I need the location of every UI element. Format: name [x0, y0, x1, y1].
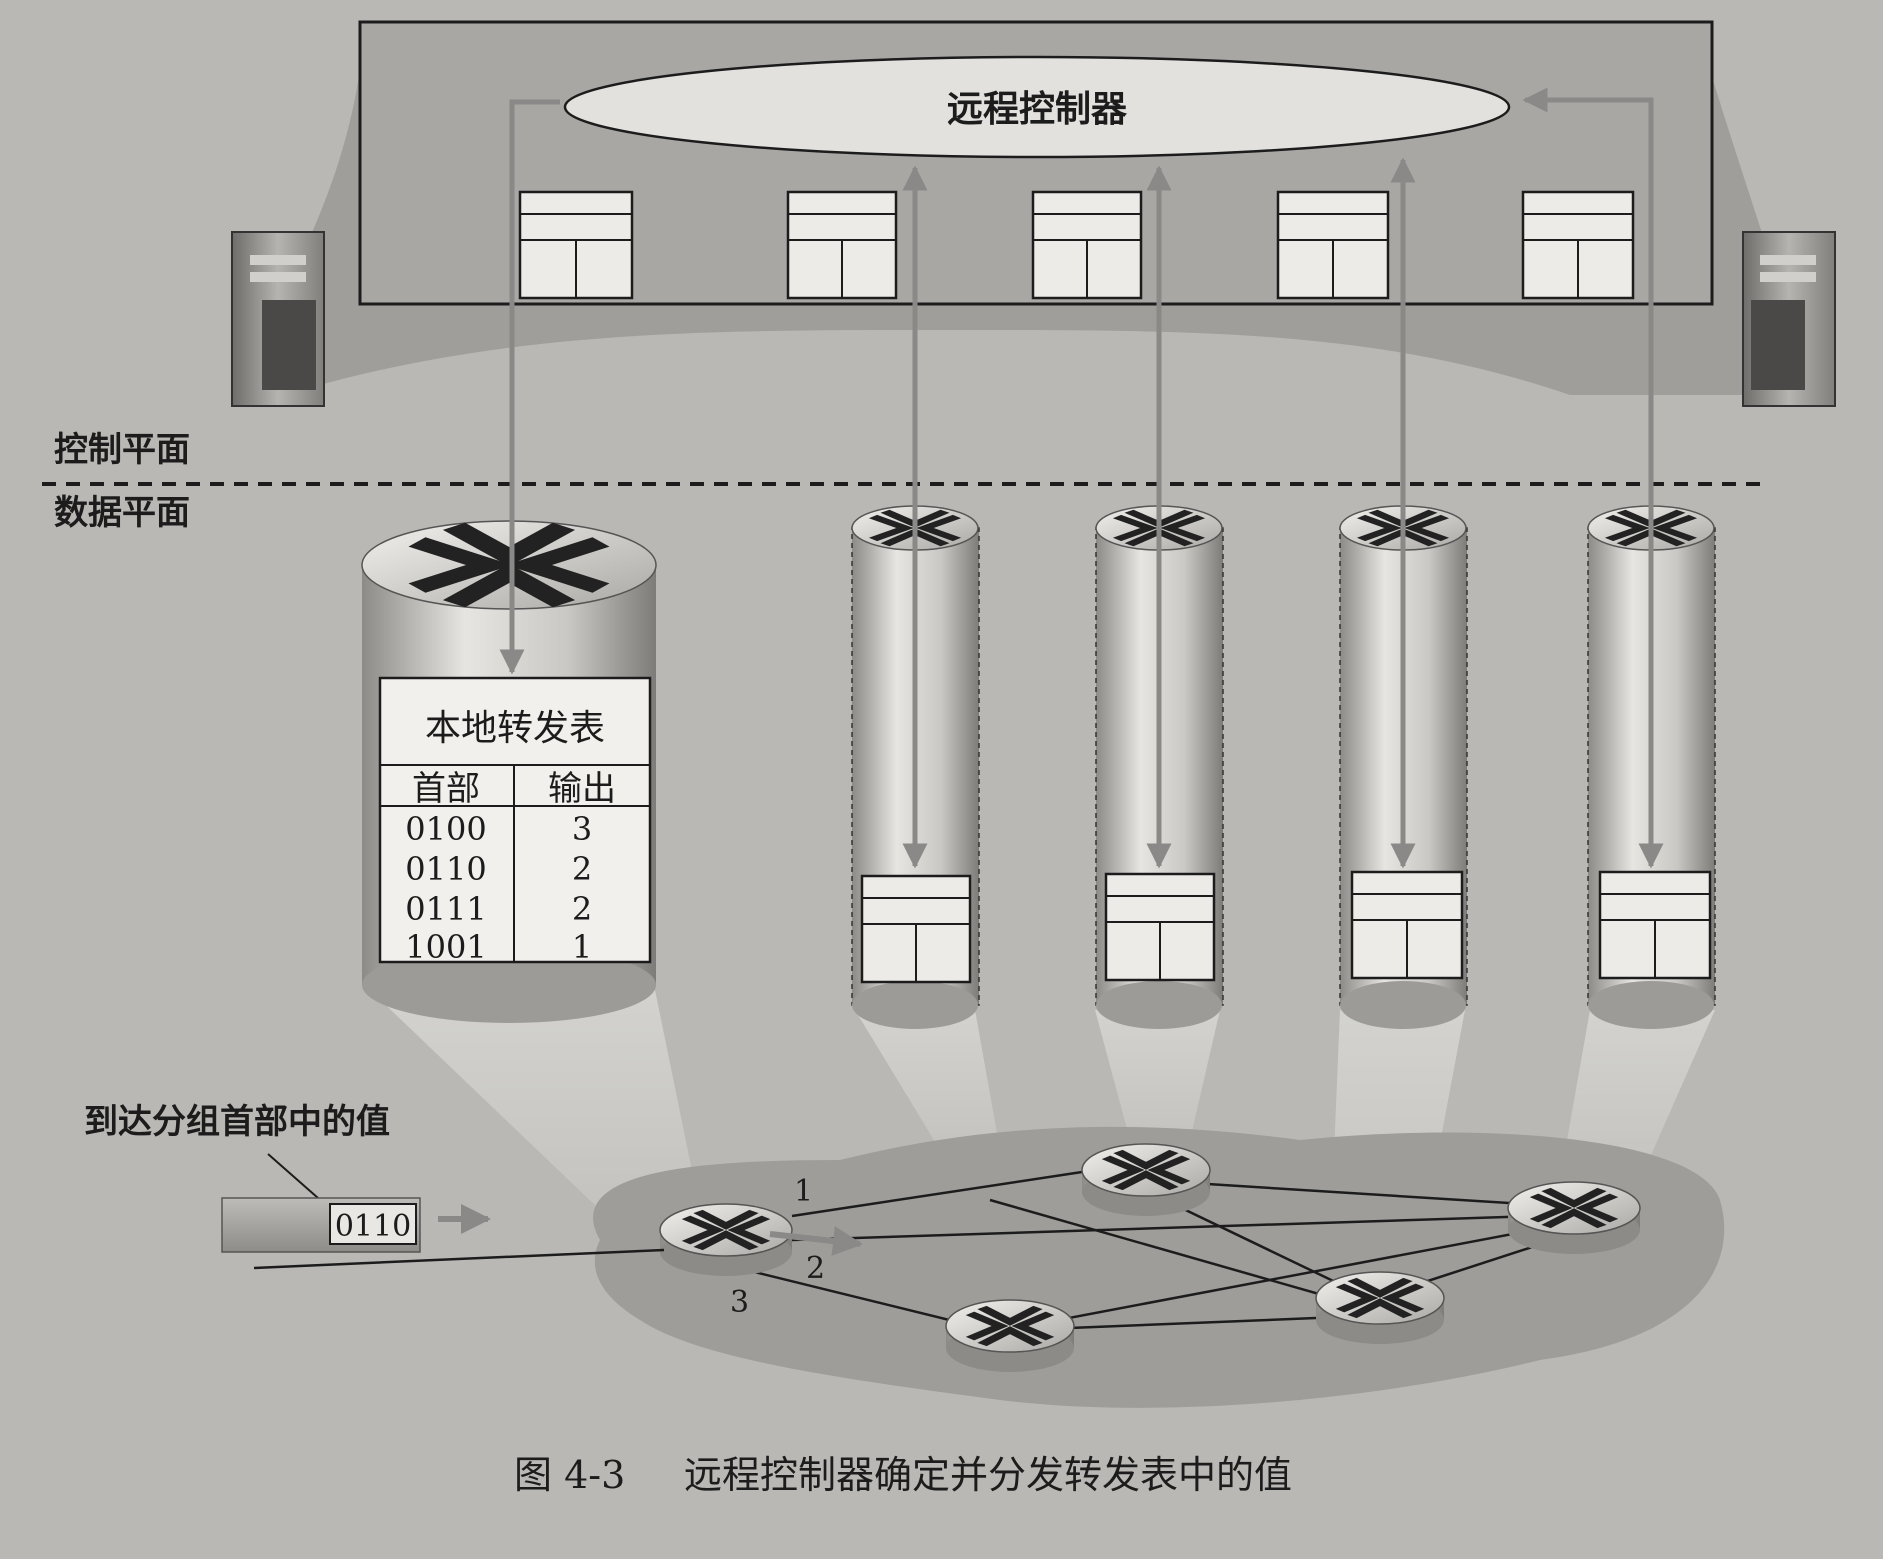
- router-x-icon: [408, 522, 610, 608]
- local-table-header-col: 首部: [412, 769, 480, 809]
- distribution-arrows: [499, 87, 1664, 869]
- controller-table-2: [786, 190, 898, 300]
- router-column-2: [1095, 505, 1224, 1029]
- network-router: [659, 1203, 793, 1276]
- controller-table-1: [518, 190, 634, 300]
- controller-table-3: [1031, 190, 1143, 300]
- figure-number: 图 4-3: [514, 1453, 625, 1497]
- incoming-link: [253, 1248, 665, 1270]
- router-x-icon: [1335, 1277, 1425, 1319]
- port-label-3: 3: [730, 1285, 749, 1320]
- packet-caption-pointer: [267, 1153, 319, 1199]
- table-row-header: 1001: [405, 928, 486, 966]
- network-routers: [659, 1143, 1641, 1372]
- network-cloud: [593, 1126, 1725, 1408]
- control-plane-label: 控制平面: [54, 430, 190, 470]
- local-table-title: 本地转发表: [425, 708, 605, 749]
- network-router: [945, 1299, 1075, 1372]
- packet-caption: 到达分组首部中的值: [84, 1102, 390, 1142]
- arrow-to-router-large: [499, 99, 560, 675]
- arriving-packet: 0110: [221, 1197, 421, 1253]
- forward-arrow: [769, 1226, 863, 1256]
- server-left: [231, 231, 325, 407]
- table-row-header: 0111: [405, 890, 486, 928]
- router-x-icon: [1101, 1149, 1191, 1191]
- network-router: [1507, 1181, 1641, 1254]
- table-row-output: 2: [572, 890, 592, 928]
- network-router: [1315, 1271, 1445, 1344]
- port-label-1: 1: [794, 1174, 813, 1209]
- table-row-output: 2: [572, 850, 592, 888]
- table-row-header: 0100: [405, 810, 486, 848]
- local-table-rows: 0100 3 0110 2 0111 2 1001 1: [405, 810, 592, 966]
- local-table-output-col: 输出: [548, 769, 616, 809]
- arrow-to-router-4: [1522, 87, 1664, 869]
- server-right: [1742, 231, 1836, 407]
- port-label-2: 2: [806, 1251, 825, 1286]
- router-x-icon: [1529, 1187, 1619, 1229]
- controller-table-4: [1276, 190, 1390, 300]
- network-router: [1081, 1143, 1211, 1216]
- remote-controller-label: 远程控制器: [947, 89, 1128, 130]
- figure-caption: 远程控制器确定并分发转发表中的值: [684, 1453, 1292, 1497]
- packet-header-value: 0110: [335, 1209, 411, 1244]
- local-forwarding-table: 本地转发表 首部 输出 0100 3 0110 2 0111 2 1001 1: [378, 676, 652, 966]
- data-plane-label: 数据平面: [54, 493, 190, 533]
- table-row-output: 1: [572, 928, 592, 966]
- router-x-icon: [681, 1209, 771, 1251]
- controller-table-5: [1521, 190, 1635, 300]
- table-row-header: 0110: [405, 850, 486, 888]
- table-row-output: 3: [572, 810, 592, 848]
- router-x-icon: [965, 1305, 1055, 1347]
- remote-controller-ellipse: [563, 55, 1511, 159]
